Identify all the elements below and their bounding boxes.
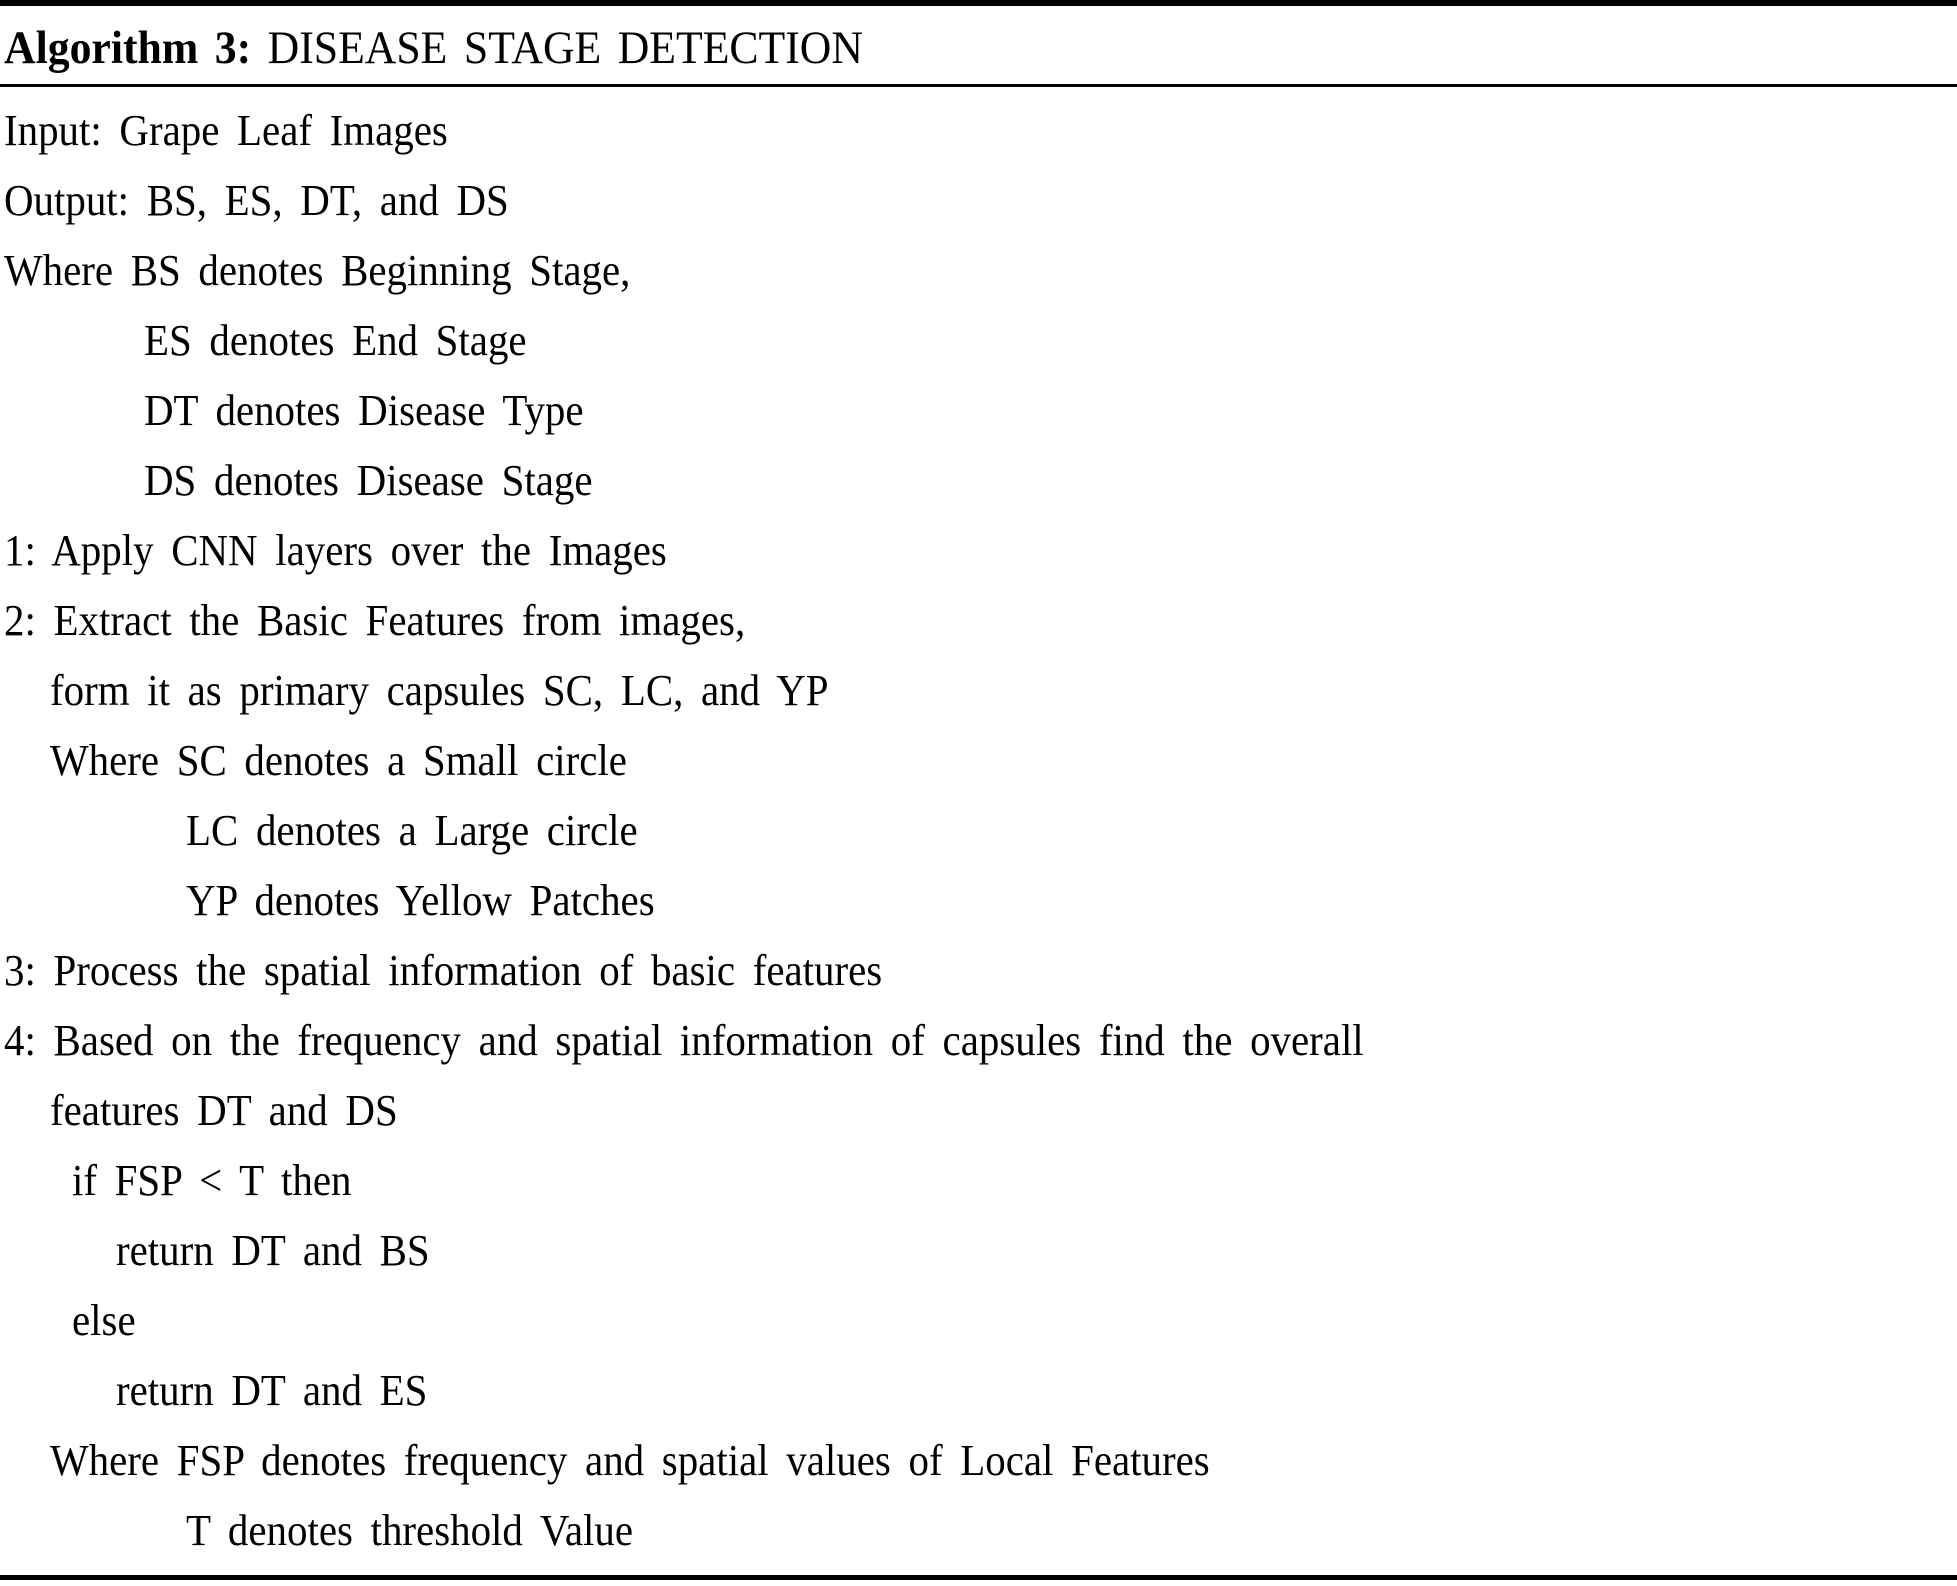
bottom-rule (0, 1575, 1957, 1580)
algorithm-line-step-4: 4: Based on the frequency and spatial in… (4, 1016, 1364, 1065)
algorithm-body: Input: Grape Leaf Images Output: BS, ES,… (4, 96, 1957, 1566)
algorithm-line-where-fsp: Where FSP denotes frequency and spatial … (50, 1436, 1210, 1485)
algorithm-line-step-2: 2: Extract the Basic Features from image… (4, 596, 746, 645)
algorithm-line-ds-denotes: DS denotes Disease Stage (144, 456, 593, 505)
algorithm-line-yp-denotes: YP denotes Yellow Patches (186, 876, 655, 925)
title-rule (0, 84, 1957, 87)
algorithm-line-t-denotes: T denotes threshold Value (186, 1506, 633, 1555)
algorithm-line-dt-denotes: DT denotes Disease Type (144, 386, 584, 435)
algorithm-line-output: Output: BS, ES, DT, and DS (4, 176, 509, 225)
algorithm-line-lc-denotes: LC denotes a Large circle (186, 806, 638, 855)
top-rule (0, 0, 1957, 6)
algorithm-line-es-denotes: ES denotes End Stage (144, 316, 527, 365)
algorithm-line-return-bs: return DT and BS (116, 1226, 430, 1275)
algorithm-line-where-sc: Where SC denotes a Small circle (50, 736, 627, 785)
algorithm-line-step-1: 1: Apply CNN layers over the Images (4, 526, 667, 575)
algorithm-line-else: else (72, 1296, 136, 1345)
algorithm-line-if: if FSP < T then (72, 1156, 352, 1205)
algorithm-line-step-4-cont: features DT and DS (50, 1086, 398, 1135)
algorithm-title: Algorithm 3: DISEASE STAGE DETECTION (4, 20, 863, 76)
algorithm-line-step-2-cont: form it as primary capsules SC, LC, and … (50, 666, 829, 715)
algorithm-line-where-bs: Where BS denotes Beginning Stage, (4, 246, 631, 295)
algorithm-name: DISEASE STAGE DETECTION (267, 22, 863, 74)
algorithm-line-input: Input: Grape Leaf Images (4, 106, 448, 155)
algorithm-line-return-es: return DT and ES (116, 1366, 428, 1415)
algorithm-label: Algorithm 3: (4, 22, 252, 74)
algorithm-line-step-3: 3: Process the spatial information of ba… (4, 946, 883, 995)
